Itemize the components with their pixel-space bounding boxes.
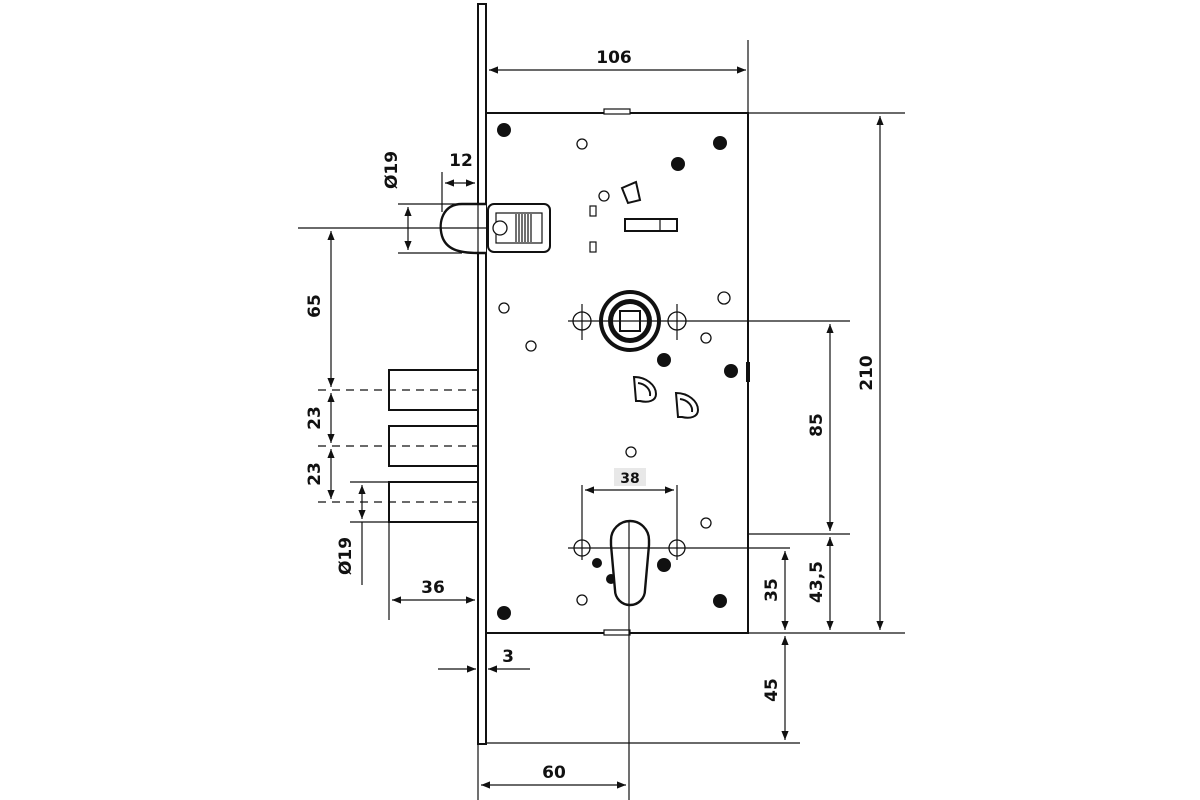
dim-36-label: 36 <box>421 578 445 598</box>
dim-latch-diameter: Ø19 <box>382 151 462 254</box>
dim-latch-diameter-label: Ø19 <box>382 151 402 189</box>
dim-65-label: 65 <box>305 294 325 318</box>
dim-60-label: 60 <box>542 763 566 783</box>
body-top-tab <box>603 108 631 115</box>
internal-mechanism <box>589 180 700 419</box>
dim-12: 12 <box>441 151 475 212</box>
dim-23-lower-label: 23 <box>305 462 325 486</box>
dim-35: 35 <box>762 551 789 630</box>
dim-60: 60 <box>477 744 626 800</box>
dim-38-label: 38 <box>620 471 639 487</box>
faceplate <box>477 3 487 745</box>
body-bottom-tab <box>603 629 631 636</box>
dim-65: 65 <box>298 227 486 387</box>
dim-210-label: 210 <box>857 355 877 391</box>
dim-35-label: 35 <box>762 578 782 602</box>
dim-3: 3 <box>438 647 530 673</box>
dim-12-label: 12 <box>449 151 473 171</box>
open-holes <box>498 138 731 606</box>
dim-23-lower: 23 <box>305 449 335 499</box>
handle-spindle <box>568 290 850 352</box>
dim-bolt-diameter: Ø19 <box>336 481 389 585</box>
dim-bolt-diameter-label: Ø19 <box>336 537 356 575</box>
dim-106-label: 106 <box>596 48 632 68</box>
body-side-tab <box>746 362 750 382</box>
dim-85-label: 85 <box>807 413 827 437</box>
dim-43-5-label: 43,5 <box>807 561 827 603</box>
dim-38: 38 <box>585 468 674 494</box>
dim-45: 45 <box>486 636 800 744</box>
rivets <box>497 123 738 620</box>
bolt-center-lines <box>318 389 478 503</box>
dim-106: 106 <box>489 40 749 113</box>
latch <box>439 202 551 255</box>
dim-210: 210 <box>748 112 905 634</box>
dim-45-label: 45 <box>762 678 782 702</box>
dim-85: 85 <box>748 324 850 535</box>
dim-36: 36 <box>388 522 475 620</box>
dim-23-upper-label: 23 <box>305 406 325 430</box>
dim-43-5: 43,5 <box>807 537 834 630</box>
cylinder-cutout <box>568 485 790 800</box>
dim-3-label: 3 <box>502 647 514 667</box>
dim-23-upper: 23 <box>305 393 335 443</box>
